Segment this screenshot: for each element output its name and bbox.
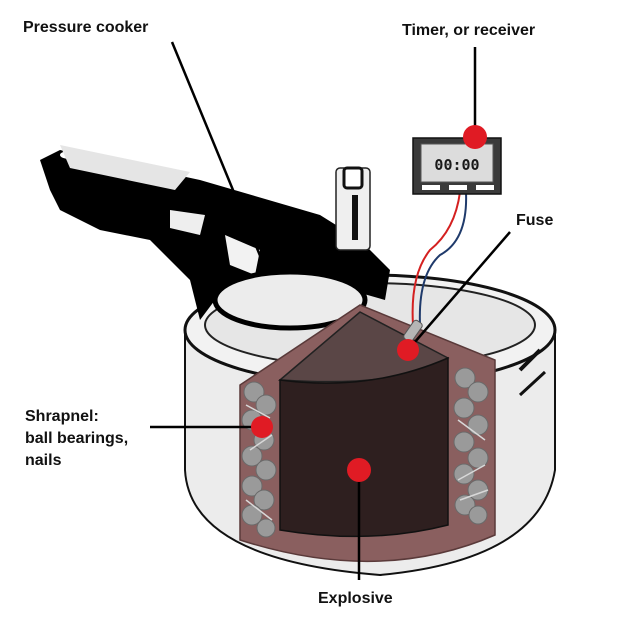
label-timer: Timer, or receiver [402, 22, 536, 39]
timer-display: 00:00 [434, 156, 479, 174]
label-shrapnel: Shrapnel: ball bearings, nails [25, 406, 165, 472]
label-explosive: Explosive [318, 590, 393, 607]
label-shrapnel-line3: nails [25, 452, 62, 469]
label-shrapnel-line2: ball bearings, [25, 430, 129, 447]
leader-fuse [407, 231, 511, 351]
nails [245, 404, 489, 521]
marker-timer [463, 125, 487, 149]
label-pressure-cooker: Pressure cooker [23, 19, 149, 36]
explosive-core [277, 311, 450, 538]
leader-pressure-cooker [170, 41, 270, 276]
label-shrapnel-line1: Shrapnel: [25, 408, 99, 425]
label-fuse: Fuse [516, 212, 554, 229]
marker-explosive [347, 458, 371, 482]
markers [251, 125, 487, 482]
timer-wires [411, 191, 468, 326]
cooker-handle [40, 145, 390, 331]
pressure-valve [335, 166, 371, 251]
marker-shrapnel [251, 416, 273, 438]
marker-fuse [397, 339, 419, 361]
timer-device: 00:00 [412, 137, 502, 195]
leader-lines [150, 41, 511, 580]
